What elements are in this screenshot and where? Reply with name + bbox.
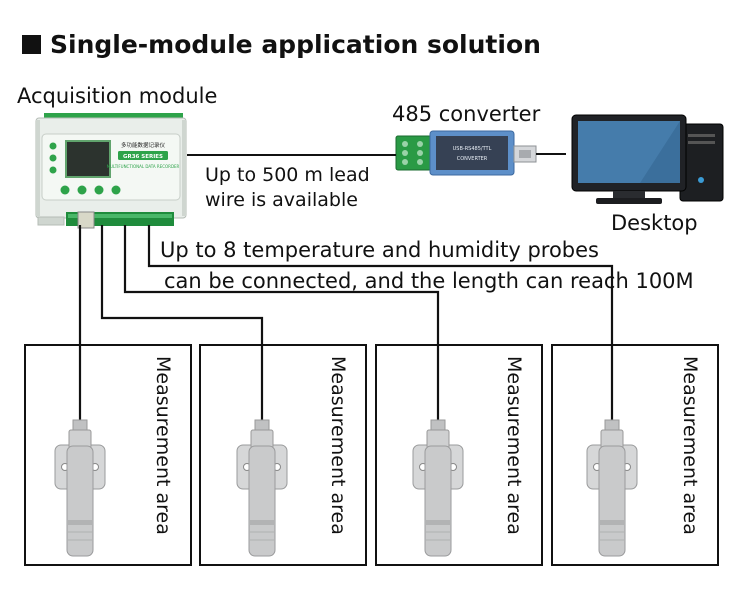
probe-wire-3: [123, 225, 440, 420]
acquisition-module-device: 多功能数据记录仪 GR36 SERIES MULTIFUNCTIONAL DAT…: [35, 113, 187, 229]
probe-sensor-2: [236, 419, 288, 557]
measurement-area-label: Measurement area: [503, 356, 525, 535]
probe-sensor-3: [412, 419, 464, 557]
probes-note: Up to 8 temperature and humidity probes …: [160, 235, 694, 297]
page-title: Single-module application solution: [22, 30, 541, 59]
measurement-area-label: Measurement area: [327, 356, 349, 535]
probe-wire-2: [100, 225, 264, 420]
probe-wire-4: [147, 225, 614, 420]
measurement-area-1: Measurement area: [24, 344, 192, 566]
converter-model-print: USB-RS485/TTL: [453, 146, 492, 152]
rs485-converter-device: USB-RS485/TTL CONVERTER: [395, 130, 537, 176]
desktop-label: Desktop: [611, 211, 698, 235]
module-badge: GR36 SERIES: [123, 154, 163, 160]
converter-word-print: CONVERTER: [457, 156, 488, 162]
square-bullet-icon: [22, 35, 41, 54]
measurement-area-label: Measurement area: [679, 356, 701, 535]
module-subtitle: MULTIFUNCTIONAL DATA RECORDER: [107, 164, 180, 169]
acquisition-module-label: Acquisition module: [17, 84, 218, 108]
module-heading: 多功能数据记录仪: [121, 141, 166, 149]
converter-label: 485 converter: [392, 102, 541, 126]
measurement-area-label: Measurement area: [152, 356, 174, 535]
lead-wire-note-line1: Up to 500 m lead: [205, 164, 370, 186]
desktop-computer-icon: [571, 114, 724, 204]
probe-sensor-4: [586, 419, 638, 557]
probes-note-line1: Up to 8 temperature and humidity probes: [160, 238, 599, 262]
lead-wire-note-line2: wire is available: [205, 189, 358, 211]
probe-sensor-1: [54, 419, 106, 557]
lead-wire-note: Up to 500 m lead wire is available: [205, 163, 370, 213]
probes-note-line2: can be connected, and the length can rea…: [164, 269, 694, 293]
